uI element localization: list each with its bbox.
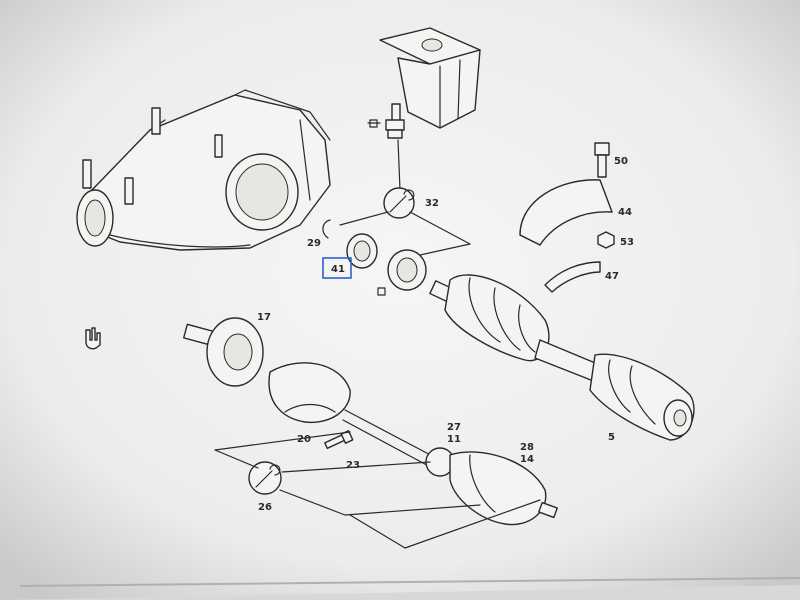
callout-20[interactable]: 20 [297,434,311,445]
differential-housing [76,89,331,251]
callout-47[interactable]: 47 [605,271,619,282]
inner-joint-20 [268,362,351,424]
wrench-icon [248,461,282,495]
callout-50[interactable]: 50 [614,156,628,167]
callout-44[interactable]: 44 [618,207,632,218]
callout-17[interactable]: 17 [257,312,271,323]
callout-41[interactable]: 41 [331,264,345,275]
torque-symbol-icon [367,119,381,128]
callout-14[interactable]: 14 [520,454,534,465]
axle-shaft-5 [429,274,695,441]
bracket-47 [544,261,601,293]
callout-53[interactable]: 53 [620,237,634,248]
callout-29[interactable]: 29 [307,238,321,249]
callout-5[interactable]: 5 [608,432,615,443]
circlip-29 [322,219,331,239]
callout-28[interactable]: 28 [520,442,534,453]
rear-mount-bracket [379,27,481,129]
bearing-cap-44 [519,179,613,246]
hand-cursor-icon [85,327,101,350]
cv-flange-17 [182,317,264,387]
callout-41-selected[interactable]: 41 [322,257,352,279]
seal-ring-right [387,249,427,291]
bolt-50 [594,142,610,178]
callout-11[interactable]: 11 [447,434,461,445]
nut-53 [597,231,615,249]
callout-27[interactable]: 27 [447,422,461,433]
callout-26[interactable]: 26 [258,502,272,513]
callout-32[interactable]: 32 [425,198,439,209]
seal-ring-41 [346,233,378,269]
wrench-icon [383,187,415,219]
torque-symbol-icon [377,287,386,296]
callout-23[interactable]: 23 [346,460,360,471]
mount-bolt [385,103,405,191]
